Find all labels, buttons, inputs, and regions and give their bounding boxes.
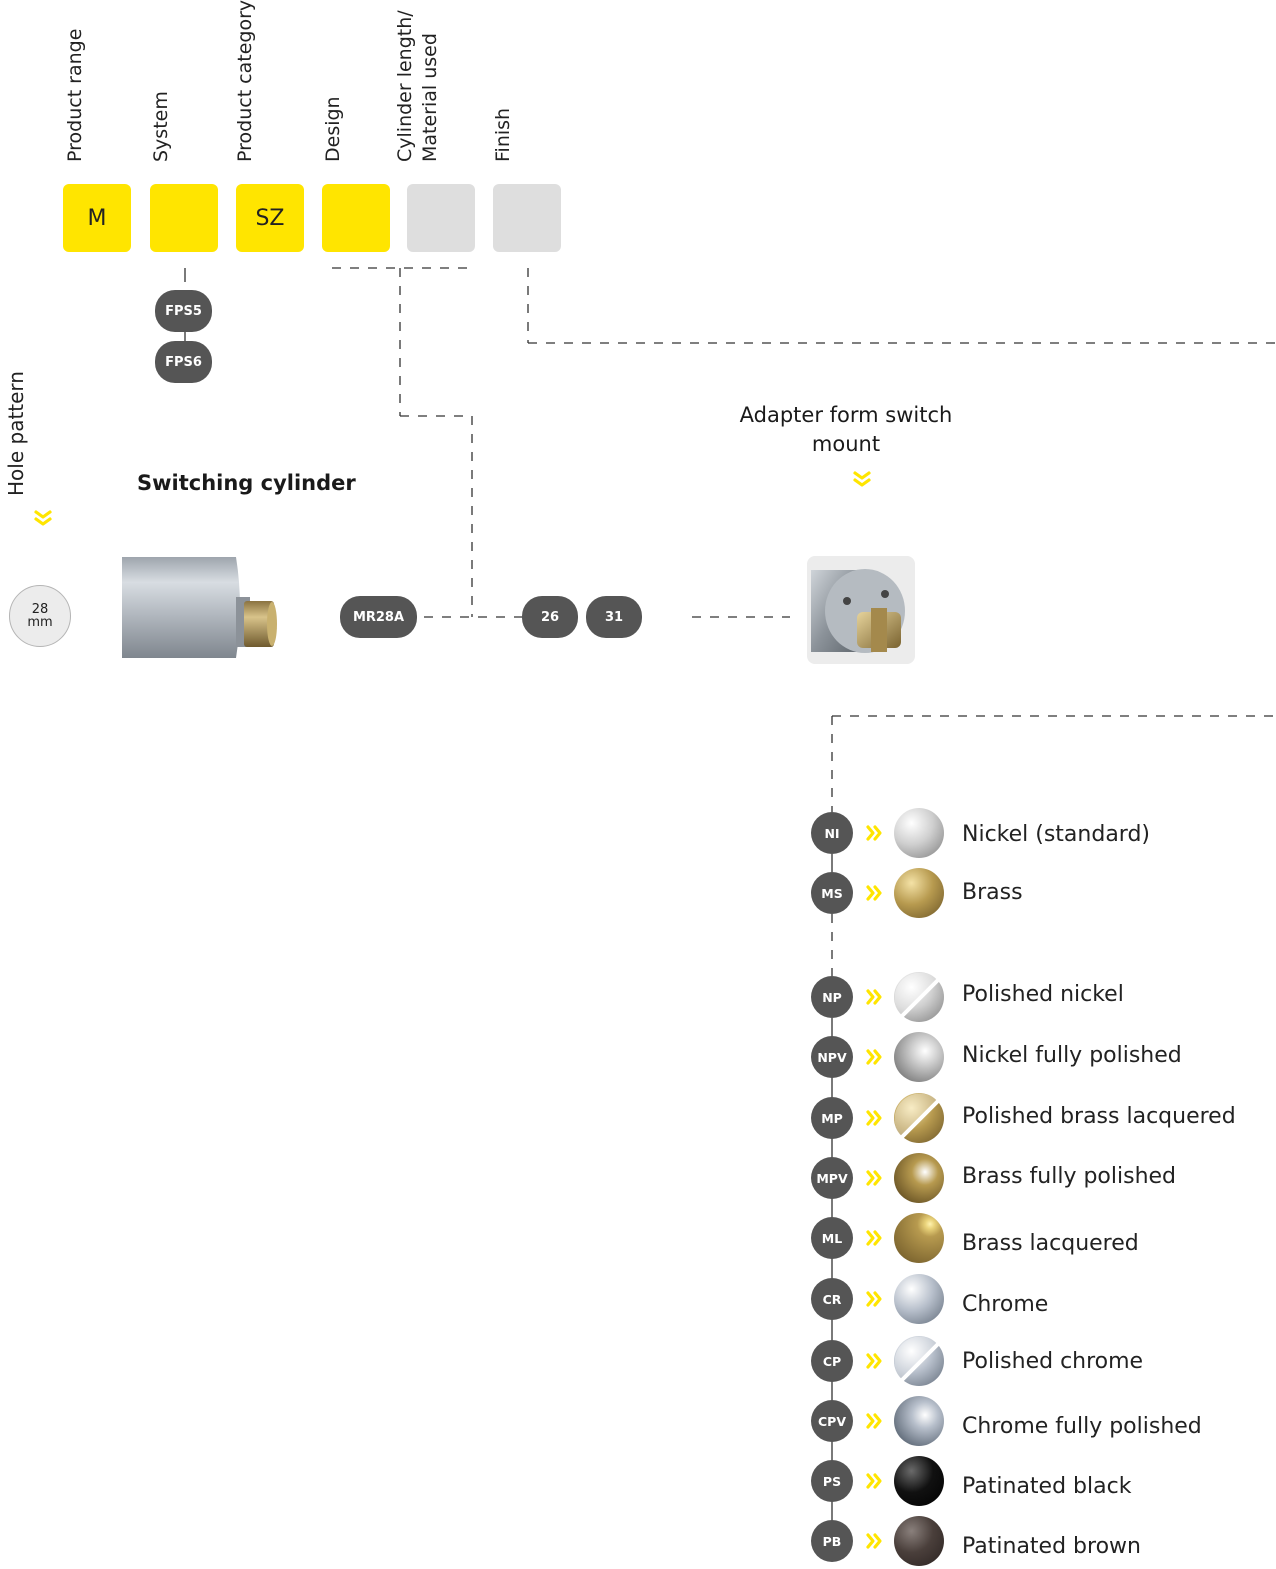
finish-swatch-patinated-black bbox=[894, 1456, 944, 1506]
code-box-finish[interactable] bbox=[493, 184, 561, 252]
chevron-right-icon bbox=[864, 986, 884, 1012]
finish-code-pb[interactable]: PB bbox=[811, 1520, 853, 1562]
hole-pattern-unit: mm bbox=[27, 615, 53, 630]
code-box-product-range[interactable]: M bbox=[63, 184, 131, 252]
header-product-category: Product category bbox=[234, 0, 256, 162]
finish-name-chrome: Chrome bbox=[962, 1292, 1049, 1317]
code-box-cylinder-length[interactable] bbox=[407, 184, 475, 252]
system-option-fps5[interactable]: FPS5 bbox=[155, 290, 212, 332]
finish-code-ms[interactable]: MS bbox=[811, 872, 853, 914]
finish-name-brass-fully-polished: Brass fully polished bbox=[962, 1164, 1177, 1189]
finish-swatch-chrome bbox=[894, 1274, 944, 1324]
finish-name-chrome-fully-polished: Chrome fully polished bbox=[962, 1414, 1202, 1439]
finish-code-ps[interactable]: PS bbox=[811, 1460, 853, 1502]
system-option-fps6[interactable]: FPS6 bbox=[155, 341, 212, 383]
chevron-right-icon bbox=[864, 1167, 884, 1193]
finish-code-ni[interactable]: NI bbox=[811, 812, 853, 854]
hole-pattern-value: 28 bbox=[31, 602, 49, 617]
finish-swatch-chrome-fully-polished bbox=[894, 1396, 944, 1446]
length-option-26[interactable]: 26 bbox=[522, 596, 578, 638]
finish-code-npv[interactable]: NPV bbox=[811, 1036, 853, 1078]
chevron-right-icon bbox=[864, 1530, 884, 1556]
chevron-down-icon bbox=[849, 468, 875, 490]
adapter-image bbox=[807, 556, 915, 664]
chevron-right-icon bbox=[864, 1046, 884, 1072]
finish-swatch-polished-chrome bbox=[894, 1336, 944, 1386]
header-product-range: Product range bbox=[64, 28, 86, 162]
header-system: System bbox=[150, 91, 172, 162]
hole-pattern-badge[interactable]: 28 mm bbox=[9, 585, 71, 647]
chevron-right-icon bbox=[864, 1410, 884, 1436]
chevron-right-icon bbox=[864, 1470, 884, 1496]
finish-code-ml[interactable]: ML bbox=[811, 1217, 853, 1259]
chevron-right-icon bbox=[864, 1227, 884, 1253]
chevron-right-icon bbox=[864, 1350, 884, 1376]
chevron-right-icon bbox=[864, 882, 884, 908]
finish-swatch-brass-fully-polished bbox=[894, 1153, 944, 1203]
adapter-title: Adapter form switch mount bbox=[739, 403, 953, 456]
finish-code-cpv[interactable]: CPV bbox=[811, 1400, 853, 1442]
finish-name-brass-lacquered: Brass lacquered bbox=[962, 1231, 1139, 1256]
finish-name-nickel-standard: Nickel (standard) bbox=[962, 822, 1151, 847]
finish-name-patinated-brown: Patinated brown bbox=[962, 1534, 1141, 1559]
length-option-31[interactable]: 31 bbox=[586, 596, 642, 638]
finish-code-mp[interactable]: MP bbox=[811, 1097, 853, 1139]
hole-pattern-title: Hole pattern bbox=[4, 371, 28, 496]
finish-swatch-brass bbox=[894, 868, 944, 918]
chevron-right-icon bbox=[864, 1107, 884, 1133]
finish-swatch-polished-brass-lacquered bbox=[894, 1093, 944, 1143]
finish-name-nickel-fully-polished: Nickel fully polished bbox=[962, 1043, 1182, 1068]
finish-name-polished-chrome: Polished chrome bbox=[962, 1349, 1144, 1374]
finish-code-cr[interactable]: CR bbox=[811, 1278, 853, 1320]
chevron-down-icon bbox=[30, 507, 56, 529]
finish-swatch-nickel-standard bbox=[894, 808, 944, 858]
finish-name-polished-brass-lacquered: Polished brass lacquered bbox=[962, 1104, 1236, 1129]
product-title: Switching cylinder bbox=[137, 471, 356, 495]
finish-swatch-brass-lacquered bbox=[894, 1213, 944, 1263]
code-box-system[interactable] bbox=[150, 184, 218, 252]
finish-code-mpv[interactable]: MPV bbox=[811, 1157, 853, 1199]
design-code-mr28a[interactable]: MR28A bbox=[340, 596, 417, 638]
finish-code-np[interactable]: NP bbox=[811, 976, 853, 1018]
finish-name-polished-nickel: Polished nickel bbox=[962, 982, 1124, 1007]
header-design: Design bbox=[322, 96, 344, 162]
finish-code-cp[interactable]: CP bbox=[811, 1340, 853, 1382]
chevron-right-icon bbox=[864, 1288, 884, 1314]
chevron-right-icon bbox=[864, 822, 884, 848]
header-finish: Finish bbox=[492, 107, 514, 162]
finish-swatch-patinated-brown bbox=[894, 1516, 944, 1566]
finish-name-patinated-black: Patinated black bbox=[962, 1474, 1132, 1499]
finish-swatch-polished-nickel bbox=[894, 972, 944, 1022]
finish-swatch-nickel-fully-polished bbox=[894, 1032, 944, 1082]
finish-name-brass: Brass bbox=[962, 880, 1023, 905]
header-material-used: Material used bbox=[419, 33, 441, 162]
code-box-product-category[interactable]: SZ bbox=[236, 184, 304, 252]
code-box-design[interactable] bbox=[322, 184, 390, 252]
cylinder-image bbox=[120, 555, 280, 660]
